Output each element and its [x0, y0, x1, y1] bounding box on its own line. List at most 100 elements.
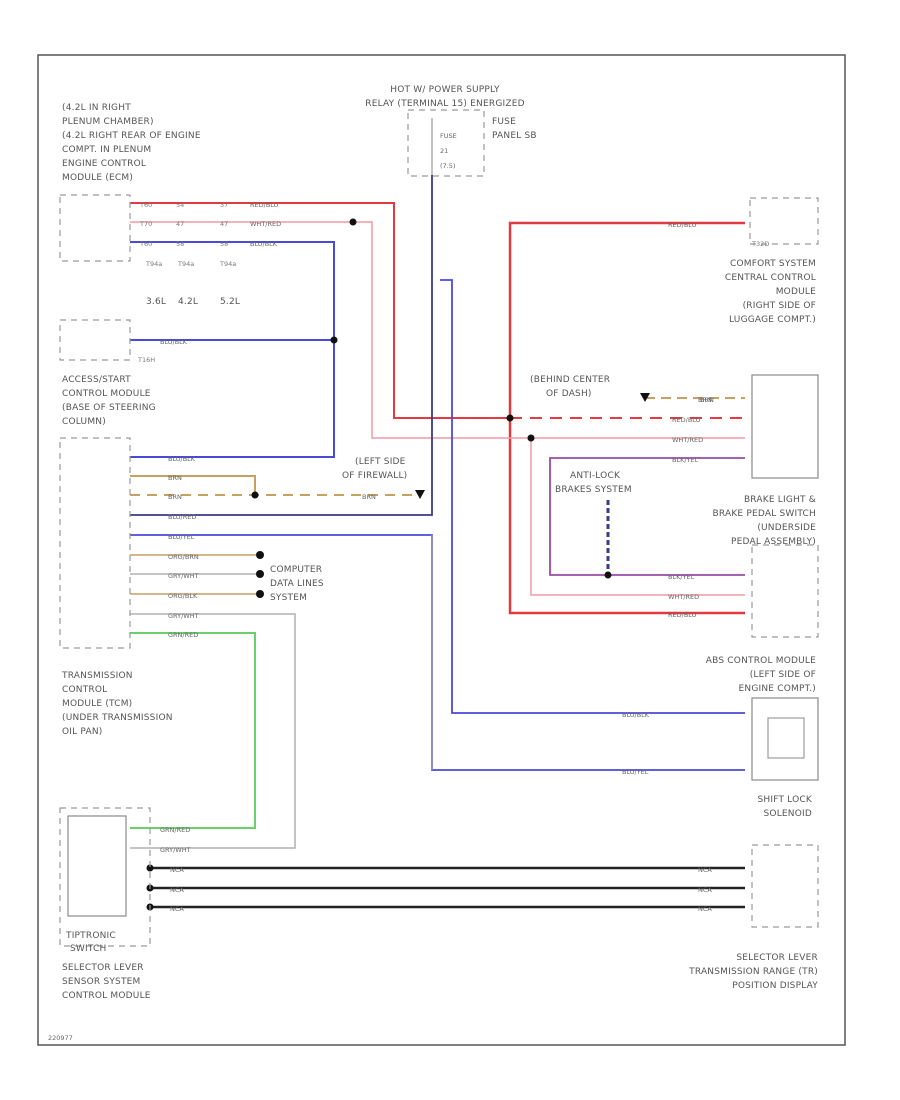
fuse-label-1: FUSE: [440, 132, 457, 140]
display-wire-3: NCA: [698, 905, 712, 913]
ecm-wire-1: RED/BLU: [250, 201, 279, 209]
power-label-2: RELAY (TERMINAL 15) ENERGIZED: [365, 99, 525, 109]
ecm-size-2: 4.2L: [178, 297, 198, 307]
wire-brown-tcm: [130, 475, 256, 495]
ecm-engine-3: T94a: [219, 260, 236, 268]
splice-antilock: [604, 571, 612, 579]
tcm-label-5: OIL PAN): [62, 727, 102, 737]
access-label-4: COLUMN): [62, 417, 106, 427]
ecm-pin-a-2: T70: [139, 220, 152, 228]
brake-wire-bot-2: WHT/RED: [668, 593, 699, 601]
brake-label-4: PEDAL ASSEMBLY): [731, 537, 816, 547]
brake-label-3: (UNDERSIDE: [757, 523, 816, 533]
tcm-wire-7: GRY/WHT: [168, 572, 199, 580]
abs-box: [751, 697, 819, 781]
selector-box: [59, 807, 151, 947]
splice-data-2: [256, 570, 264, 578]
firewall-label-1: (LEFT SIDE: [355, 457, 406, 467]
display-label-3: POSITION DISPLAY: [732, 981, 818, 991]
brake-switch-upper: [751, 374, 819, 479]
comfort-connector: T32D: [751, 240, 769, 248]
ecm-pin-c-1: 37: [220, 201, 228, 209]
tcm-label-2: CONTROL: [62, 685, 107, 695]
dash-connector: [640, 393, 650, 402]
ecm-pin-b-2: 47: [176, 220, 184, 228]
solenoid-wire-2: BLU/YEL: [622, 768, 649, 776]
access-wire: BLU/BLK: [160, 338, 188, 346]
splice-nca-1: [146, 864, 154, 872]
tcm-wire-6: ORG/BRN: [168, 553, 199, 561]
comfort-box: [749, 197, 819, 245]
abs-label-1: ABS CONTROL MODULE: [706, 656, 816, 666]
fuse-box: [407, 109, 485, 177]
comfort-label-2: CENTRAL CONTROL: [725, 273, 816, 283]
tcm-wire-10: GRN/RED: [168, 631, 198, 639]
brake-switch-lower: [751, 544, 819, 638]
tcm-wire-9: GRY/WHT: [168, 612, 199, 620]
brake-wire-top-1: BRN: [698, 396, 712, 404]
tcm-box: [59, 437, 131, 649]
ecm-pin-b-3: 58: [176, 240, 184, 248]
selector-wire-3: NCA: [170, 866, 184, 874]
ecm-label-4: COMPT. IN PLENUM: [62, 145, 151, 155]
splice-dash-pink: [527, 434, 535, 442]
splice-data-3: [256, 590, 264, 598]
display-wire-1: NCA: [698, 866, 712, 874]
splice-brown: [251, 491, 259, 499]
antilock-label-2: BRAKES SYSTEM: [555, 485, 632, 495]
display-box: [751, 844, 819, 928]
ecm-engine-2: T94a: [177, 260, 194, 268]
ecm-pin-a-3: T60: [139, 240, 152, 248]
ecm-pin-a-1: T60: [139, 201, 152, 209]
wire-solenoid-blue: [130, 534, 745, 771]
wire-ecm-red: [130, 202, 510, 419]
ecm-size-1: 3.6L: [146, 297, 166, 307]
access-label-1: ACCESS/START: [62, 375, 131, 385]
data-lines-label-1: COMPUTER: [270, 565, 322, 575]
wire-ecm-blue: [130, 241, 335, 458]
footer-code: 220977: [48, 1034, 73, 1042]
ecm-pin-c-2: 47: [220, 220, 228, 228]
tiptronic-switch: [67, 815, 127, 917]
solenoid-label-2: SOLENOID: [764, 809, 813, 819]
firewall-connector: [415, 490, 425, 499]
ecm-wire-3: BLU/BLK: [250, 240, 278, 248]
data-lines-label-2: DATA LINES: [270, 579, 324, 589]
wire-gray-selector: [130, 613, 296, 849]
fuse-label-3: (7.5): [440, 162, 455, 170]
fuse-label-2: 21: [440, 147, 448, 155]
selector-label-4: SENSOR SYSTEM: [62, 977, 141, 987]
comfort-wire: RED/BLU: [668, 221, 697, 229]
selector-label-5: CONTROL MODULE: [62, 991, 151, 1001]
brake-label-2: BRAKE PEDAL SWITCH: [713, 509, 816, 519]
wire-ecm-pink: [130, 221, 745, 439]
ecm-pin-b-1: 54: [176, 201, 184, 209]
wire-red-comfort: [508, 221, 745, 615]
brake-wire-top-3: WHT/RED: [672, 436, 703, 444]
tcm-wire-5: BLU/YEL: [168, 533, 195, 541]
selector-label-3: SELECTOR LEVER: [62, 963, 144, 973]
tcm-wire-4: BLU/RED: [168, 513, 196, 521]
data-lines-label-3: SYSTEM: [270, 593, 307, 603]
brake-wire-bot-3: RED/BLU: [668, 611, 697, 619]
tcm-wire-8: ORG/BLK: [168, 592, 198, 600]
comfort-label-1: COMFORT SYSTEM: [730, 259, 816, 269]
selector-wire-1: GRN/RED: [160, 826, 190, 834]
selector-wire-5: NCA: [170, 905, 184, 913]
tcm-label-1: TRANSMISSION: [61, 671, 133, 681]
splice-dash-red: [506, 414, 514, 422]
tcm-label-3: MODULE (TCM): [62, 699, 132, 709]
solenoid-coil: [767, 717, 805, 759]
display-label-1: SELECTOR LEVER: [736, 953, 818, 963]
ecm-label-3: (4.2L RIGHT REAR OF ENGINE: [62, 131, 201, 141]
selector-wire-2: GRY/WHT: [160, 846, 191, 854]
abs-label-3: ENGINE COMPT.): [739, 684, 817, 694]
tcm-wire-2: BRN: [168, 474, 182, 482]
access-box: [59, 319, 131, 361]
ecm-label-5: ENGINE CONTROL: [62, 159, 146, 169]
selector-label-1: TIPTRONIC: [65, 931, 116, 941]
tcm-wire-3: BRN: [168, 493, 182, 501]
brake-wire-bot-1: BLK/YEL: [668, 573, 695, 581]
firewall-label-2: OF FIREWALL): [342, 471, 407, 481]
